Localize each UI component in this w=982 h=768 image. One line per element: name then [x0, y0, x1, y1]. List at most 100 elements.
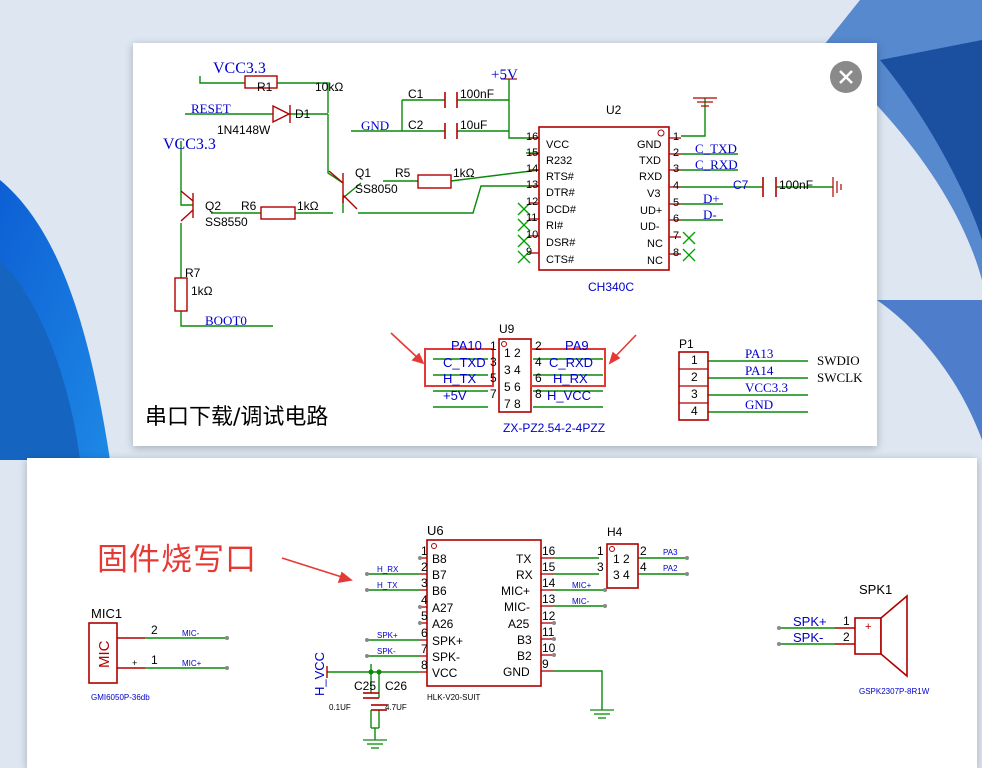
u9-net-left: H_TX — [443, 371, 477, 386]
u2-pin-name: R232 — [546, 155, 572, 167]
u9-net-left: C_TXD — [443, 355, 486, 370]
vcc33-label-a: VCC3.3 — [213, 60, 266, 77]
mic1-body-label: MIC — [96, 640, 113, 668]
q2-value: SS8550 — [205, 215, 248, 229]
u2-pin-name: DCD# — [546, 204, 577, 216]
u9-pin-left: 1 — [490, 339, 497, 353]
hvcc-label: H_VCC — [312, 652, 327, 696]
u2-left-pins: 16 VCC 15 R232 14 RTS# 13 DTR# 12 DCD# 1… — [526, 131, 577, 266]
close-button[interactable] — [830, 61, 862, 93]
firmware-port-label: 固件烧写口 — [97, 542, 257, 578]
circuit-caption: 串口下载/调试电路 — [145, 405, 329, 430]
u6-pin-num: 11 — [542, 625, 555, 639]
u2-pin-name: TXD — [639, 155, 661, 167]
u9-net-right: PA9 — [565, 338, 589, 353]
u9-part: ZX-PZ2.54-2-4PZZ — [503, 421, 605, 435]
net-c-rxd: C_RXD — [695, 157, 738, 172]
c7-value: 100nF — [779, 178, 813, 192]
vcc5-label: +5V — [491, 67, 518, 83]
h4-ref: H4 — [607, 525, 623, 539]
u6-text: U6 HLK-V20-SUIT 1 B8 2 B7 3 B6 4 A27 5 A… — [377, 523, 592, 702]
u2-pin-num: 14 — [526, 163, 538, 175]
u2-pin-name: UD- — [640, 221, 660, 233]
spk1-pin: 2 — [843, 630, 850, 644]
mic1-pin: 2 — [151, 623, 158, 637]
u2-right-pins: 1 GND 2 TXD 3 RXD 4 V3 5 UD+ 6 UD- 7 NC … — [637, 131, 679, 267]
u2-pin-num: 8 — [673, 247, 679, 259]
h4-pin: 3 — [597, 560, 604, 574]
u6-pin-name: B7 — [432, 568, 447, 582]
u9-pin-right: 6 — [535, 371, 542, 385]
u2-pin-name: RXD — [639, 171, 662, 183]
u6-pin-num: 15 — [542, 560, 556, 574]
p1-net: GND — [745, 397, 773, 412]
u6-net: SPK- — [377, 647, 396, 656]
p1-pin: 1 — [691, 353, 698, 367]
power-symbols — [501, 78, 842, 197]
u2-pin-name: RTS# — [546, 171, 575, 183]
u2-pin-name: DTR# — [546, 187, 576, 199]
u2-pin-num: 5 — [673, 197, 679, 209]
h4-inner-row: 3 4 — [613, 568, 630, 582]
r6-value: 1kΩ — [297, 199, 319, 213]
spk1-part: GSPK2307P-8R1W — [859, 687, 930, 696]
r5-body — [417, 174, 452, 189]
mic1-net: MIC+ — [182, 659, 202, 668]
u9-pin-right: 4 — [535, 355, 542, 369]
u2-pin-num: 9 — [526, 246, 532, 258]
h4-pin: 2 — [640, 544, 647, 558]
u6-pin-num: 9 — [542, 657, 549, 671]
u6-pin-num: 5 — [421, 609, 428, 623]
p1-net: PA13 — [745, 346, 773, 361]
cap-text-bottom: H_VCC C25 C26 0.1UF 4.7UF — [312, 652, 407, 712]
resistors — [174, 75, 452, 312]
p1-text: P1 1 2 3 4 PA13 PA14 VCC3.3 GND SWDIO SW… — [679, 337, 863, 418]
p1-pin: 4 — [691, 404, 698, 418]
u6-ref: U6 — [427, 523, 444, 538]
u9-inner-row: 1 2 — [504, 346, 521, 360]
p1-ref: P1 — [679, 337, 694, 351]
r1-ref: R1 — [257, 80, 273, 94]
u2-pin-text: U2 CH340C 16 VCC 15 R232 14 RTS# 13 DTR#… — [526, 103, 813, 294]
u6-pin-num: 10 — [542, 641, 556, 655]
net-d-minus: D- — [703, 207, 717, 222]
u2-pin-name: GND — [637, 139, 662, 151]
r5-ref: R5 — [395, 166, 411, 180]
u9-inner-row: 7 8 — [504, 397, 521, 411]
spk1-plus: + — [865, 621, 871, 633]
u6-net: H_RX — [377, 565, 399, 574]
u9-net-right: H_RX — [553, 371, 588, 386]
u6-pin-name: B3 — [517, 633, 532, 647]
pin-endpoints — [225, 556, 781, 670]
u6-pin-num: 13 — [542, 592, 556, 606]
u6-pin-name: MIC- — [504, 600, 530, 614]
mic1-plus: + — [132, 658, 137, 668]
spk1-text: SPK1 + 1 2 SPK+ SPK- GSPK2307P-8R1W — [793, 582, 930, 696]
u2-part: CH340C — [588, 280, 634, 294]
wires-bottom — [164, 557, 835, 740]
u6-pin-name: A26 — [432, 617, 454, 631]
p1-net: PA14 — [745, 363, 774, 378]
u6-pin-name: MIC+ — [501, 584, 530, 598]
spk1 — [835, 594, 908, 678]
boot0-label: BOOT0 — [205, 313, 247, 328]
c25-c26 — [363, 692, 387, 711]
schematic-viewer-top: VCC3.3 R1 10kΩ RESET D1 1N4148W VCC3.3 C… — [133, 43, 877, 446]
u6-pin-num: 14 — [542, 576, 556, 590]
u9-pin-left: 7 — [490, 387, 497, 401]
u2-pin-num: 10 — [526, 229, 538, 241]
d1-value: 1N4148W — [217, 123, 271, 137]
c2-value: 10uF — [460, 118, 487, 132]
r7-ref: R7 — [185, 266, 201, 280]
u6-pin-name: SPK- — [432, 650, 460, 664]
c26-ref: C26 — [385, 679, 407, 693]
h4-text: H4 1 2 3 4 1 2 3 4 PA3 PA2 — [597, 525, 678, 582]
q1-ref: Q1 — [355, 166, 371, 180]
q1-value: SS8050 — [355, 182, 398, 196]
junction-dots — [368, 669, 382, 675]
u6-pin-name: A25 — [508, 617, 530, 631]
u6-pin-name: TX — [516, 552, 531, 566]
u2-pin-num: 2 — [673, 147, 679, 159]
wires — [180, 76, 833, 413]
mic1-net: MIC- — [182, 629, 200, 638]
